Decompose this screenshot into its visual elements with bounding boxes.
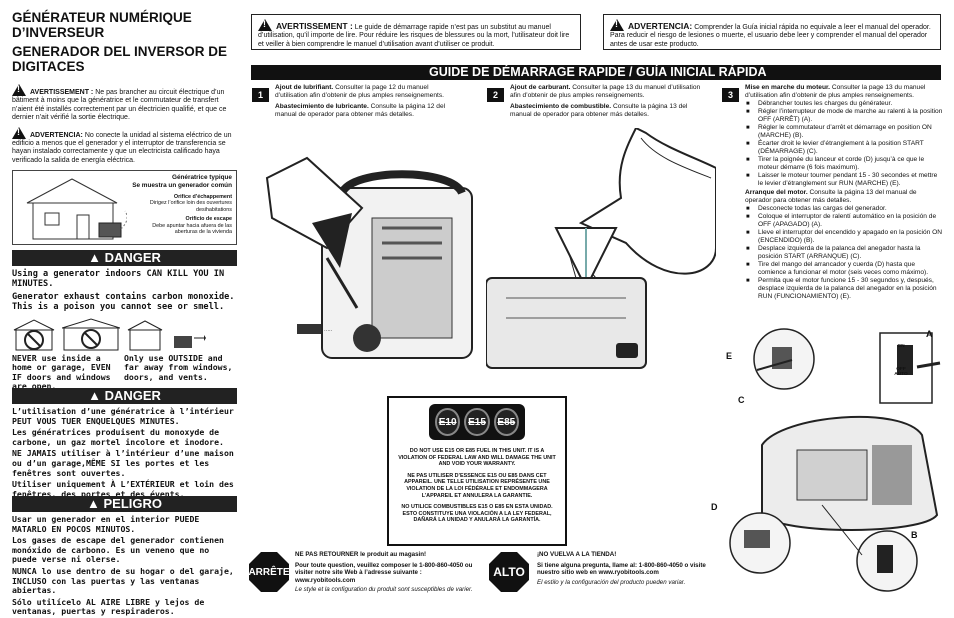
- danger-fr-header: ▲ DANGER: [12, 388, 237, 404]
- return-headline-fr: NE PAS RETOURNER le produit au magasin!: [295, 551, 427, 558]
- warning-icon: [12, 126, 26, 139]
- return-note-fr: Le style et la configuration du produit …: [295, 586, 473, 594]
- fuel-badges: E10 E15 E85: [429, 404, 525, 440]
- peligro-4: Sólo utilícelo AL AIRE LIBRE y lejos de …: [12, 596, 205, 617]
- callout-d: D: [711, 502, 718, 512]
- return-notice-es: ¡NO VUELVA A LA TIENDA! Si tiene alguna …: [537, 551, 717, 586]
- step-1-text: Ajout de lubrifiant. Consulter la page 1…: [275, 84, 446, 118]
- peligro-1: Usar un generador en el interior PUEDE M…: [12, 514, 200, 534]
- peligro-header: ▲ PELIGRO: [12, 496, 237, 512]
- house-icon: [26, 178, 127, 240]
- list-item: Lleve el interruptor del encendido y apa…: [745, 229, 943, 245]
- stop-sign-es: ALTO: [489, 552, 529, 592]
- no-garage-icon: [62, 318, 120, 351]
- e85-badge: E85: [493, 408, 519, 436]
- danger-en-line1: Using a generator indoors CAN KILL YOU I…: [12, 269, 225, 290]
- title-fr: GÉNÉRATEUR NUMÉRIQUE D’INVERSEUR: [12, 10, 192, 40]
- return-note-es: El estilo y la configuración del product…: [537, 578, 686, 586]
- list-item: Coloque el interruptor de ralentí automá…: [745, 213, 943, 229]
- fuel-notice-en: DO NOT USE E15 OR E85 FUEL IN THIS UNIT.…: [398, 448, 556, 468]
- danger-fr-section: ▲ DANGER L’utilisation d’une génératrice…: [12, 388, 237, 499]
- left-warn-es: ADVERTENCIA: No conecte la unidad al sis…: [12, 126, 236, 166]
- danger-fr-3: NE JAMAIS utiliser à l’intérieur d’une m…: [12, 448, 234, 478]
- only-outside-text: Only use OUTSIDE and far away from windo…: [124, 352, 233, 382]
- warning-icon: [258, 19, 272, 31]
- exhaust-label: Orifice d’échappement Dirigez l’orifice …: [149, 194, 232, 236]
- danger-en-captions: NEVER use inside a home or garage, EVEN …: [12, 352, 237, 392]
- list-item: Régler le commutateur d’arrêt et démarra…: [745, 124, 943, 140]
- list-item: Écarter droit le levier d’étranglement à…: [745, 140, 943, 156]
- step-3-number: 3: [722, 88, 739, 102]
- step-2-text: Ajout de carburant. Consulter la page 13…: [510, 84, 701, 118]
- guide-title-bar: GUIDE DE DÉMARRAGE RAPIDE / GUÍA INICIAL…: [251, 65, 941, 80]
- title-es: GENERADOR DEL INVERSOR DE DIGITACES: [12, 44, 228, 74]
- step-1-illustration: ·····: [265, 156, 473, 359]
- switch-labels: ON OFF AUTO: [894, 344, 908, 378]
- no-house-icon: [13, 319, 55, 351]
- svg-text:·····: ·····: [324, 328, 333, 334]
- list-item: Desplace izquierda de la palanca del ane…: [745, 245, 943, 261]
- fuel-notice-es: NO UTILICE COMBUSTIBLES E15 O E85 EN EST…: [401, 504, 553, 524]
- callout-c: C: [738, 395, 745, 405]
- stop-sign-fr: ARRÊTE: [249, 552, 289, 592]
- outside-generator-icon: [127, 320, 206, 351]
- step-2-illustration: [486, 128, 716, 369]
- danger-fr-2: Les génératrices produisent du monoxyde …: [12, 427, 224, 447]
- return-text-es: Si tiene alguna pregunta, llame al: 1-80…: [537, 561, 706, 577]
- guide-title: GUIDE DE DÉMARRAGE RAPIDE / GUÍA INICIAL…: [429, 65, 767, 79]
- house-caption: Génératrice typique Se muestra un genera…: [132, 174, 232, 189]
- step-3-text: Mise en marche du moteur. Consulter la p…: [745, 84, 943, 301]
- list-item: Régler l’interrupteur de mode de marche …: [745, 108, 943, 124]
- list-item: Tirer la poignée du lanceur et corde (D)…: [745, 156, 943, 172]
- danger-en-section: ▲ DANGER Using a generator indoors CAN K…: [12, 250, 237, 392]
- step-3-fr-bullets: Débrancher toutes les charges du générat…: [745, 100, 943, 188]
- never-text: NEVER use inside a home or garage, EVEN …: [12, 352, 111, 392]
- danger-en-line2: Generator exhaust contains carbon monoxi…: [12, 291, 235, 313]
- return-text-fr: Pour toute question, veuillez composer l…: [295, 561, 473, 584]
- step-3-illustration: [729, 328, 941, 592]
- callout-a: A: [926, 329, 933, 339]
- left-column: GÉNÉRATEUR NUMÉRIQUE D’INVERSEUR GENERAD…: [12, 10, 237, 74]
- fuel-notice-fr: NE PAS UTILISER D’ESSENCE E15 OU E85 DAN…: [404, 472, 550, 499]
- left-warnings: AVERTISSEMENT : Ne pas brancher au circu…: [12, 82, 236, 166]
- danger-fr-1: L’utilisation d’une génératrice à l’inté…: [12, 406, 234, 426]
- danger-en-header: ▲ DANGER: [12, 250, 237, 266]
- return-headline-es: ¡NO VUELVA A LA TIENDA!: [537, 551, 617, 558]
- fuel-notice: E10 E15 E85 DO NOT USE E15 OR E85 FUEL I…: [387, 396, 567, 546]
- list-item: Débrancher toutes les charges du générat…: [745, 100, 943, 108]
- danger-pictograms: [12, 318, 237, 352]
- list-item: Permita que el motor funcione 15 - 30 se…: [745, 277, 943, 301]
- step-1-number: 1: [252, 88, 269, 102]
- e15-badge: E15: [464, 408, 490, 436]
- list-item: Desconecte todas las cargas del generado…: [745, 205, 943, 213]
- return-notice-fr: NE PAS RETOURNER le produit au magasin! …: [295, 551, 475, 594]
- warning-icon: [12, 84, 26, 96]
- top-warning-fr: AVERTISSEMENT : Le guide de démarrage ra…: [251, 14, 581, 50]
- left-warn-fr: AVERTISSEMENT : Ne pas brancher au circu…: [12, 84, 236, 123]
- list-item: Tire del mango del arrancador y cuerda (…: [745, 261, 943, 277]
- list-item: Laisser le moteur tourner pendant 15 - 3…: [745, 172, 943, 188]
- danger-fr-4: Utiliser uniquement À L’EXTÉRIEUR et loi…: [12, 479, 234, 499]
- callout-e: E: [726, 351, 733, 361]
- house-illustration: Génératrice typique Se muestra un genera…: [12, 170, 237, 245]
- top-warning-es: ADVERTENCIA: Comprender la Guía inicial …: [603, 14, 941, 50]
- callout-b: B: [911, 530, 918, 540]
- peligro-3: NUNCA lo use dentro de su hogar o del ga…: [12, 565, 234, 596]
- step-3-es-bullets: Desconecte todas las cargas del generado…: [745, 205, 943, 301]
- step-2-number: 2: [487, 88, 504, 102]
- e10-badge: E10: [435, 408, 461, 436]
- peligro-section: ▲ PELIGRO Usar un generador en el interi…: [12, 496, 237, 617]
- peligro-2: Los gases de escape del generador contie…: [12, 535, 224, 565]
- warning-icon: [610, 19, 624, 31]
